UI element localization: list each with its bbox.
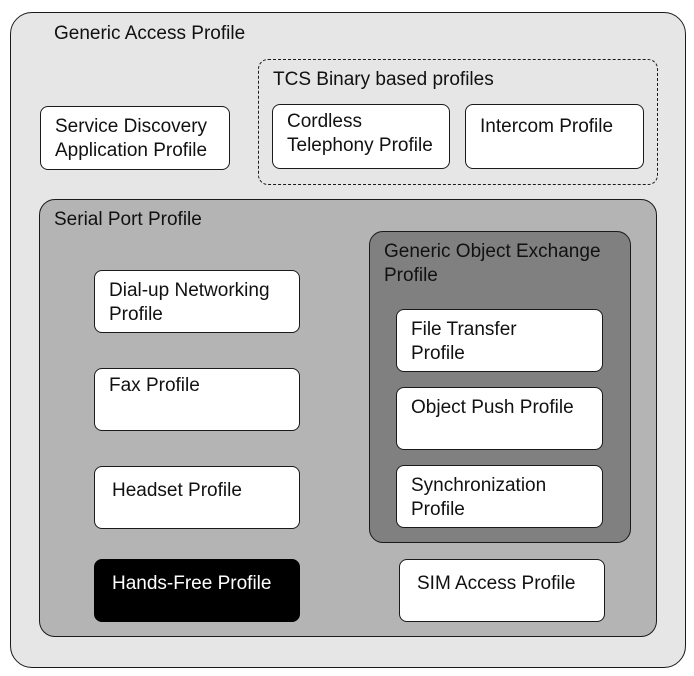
service-discovery-line2: Application Profile [55, 140, 208, 161]
headset-profile-box: Headset Profile [94, 466, 300, 529]
hands-free-profile-box: Hands-Free Profile [94, 559, 300, 622]
generic-object-exchange-label-line2: Profile [384, 265, 438, 286]
sim-access-profile-line1: SIM Access Profile [417, 573, 576, 594]
dial-up-networking-line1: Dial-up Networking [109, 280, 270, 301]
object-push-line1: Object Push Profile [411, 397, 574, 418]
synchronization-profile-box: Synchronization Profile [396, 465, 603, 528]
file-transfer-line2: Profile [411, 343, 465, 364]
tcs-binary-profiles-label: TCS Binary based profiles [273, 69, 494, 90]
synchronization-line2: Profile [411, 499, 465, 520]
service-discovery-application-profile-box: Service Discovery Application Profile [40, 106, 230, 170]
sim-access-profile-box: SIM Access Profile [399, 559, 605, 622]
fax-profile-box: Fax Profile [94, 368, 300, 431]
tcs-binary-profiles-region [258, 59, 658, 185]
fax-profile-line1: Fax Profile [109, 375, 200, 396]
file-transfer-line1: File Transfer [411, 319, 517, 340]
intercom-profile-line1: Intercom Profile [480, 116, 614, 137]
generic-access-profile-label: Generic Access Profile [54, 23, 246, 44]
synchronization-line1: Synchronization [411, 475, 547, 496]
generic-object-exchange-label: Generic Object Exchange Profile [384, 240, 601, 288]
serial-port-profile-label: Serial Port Profile [54, 209, 202, 230]
headset-profile-line1: Headset Profile [112, 480, 242, 501]
cordless-telephony-line1: Cordless [287, 111, 362, 132]
cordless-telephony-profile-box: Cordless Telephony Profile [272, 104, 450, 169]
intercom-profile-box: Intercom Profile [465, 104, 644, 169]
hands-free-profile-line1: Hands-Free Profile [112, 573, 272, 594]
cordless-telephony-line2: Telephony Profile [287, 135, 433, 156]
generic-object-exchange-label-line1: Generic Object Exchange [384, 241, 601, 262]
object-push-profile-box: Object Push Profile [396, 387, 603, 450]
file-transfer-profile-box: File Transfer Profile [396, 309, 603, 372]
dial-up-networking-profile-box: Dial-up Networking Profile [94, 270, 300, 333]
dial-up-networking-line2: Profile [109, 304, 163, 325]
service-discovery-line1: Service Discovery [55, 116, 208, 137]
